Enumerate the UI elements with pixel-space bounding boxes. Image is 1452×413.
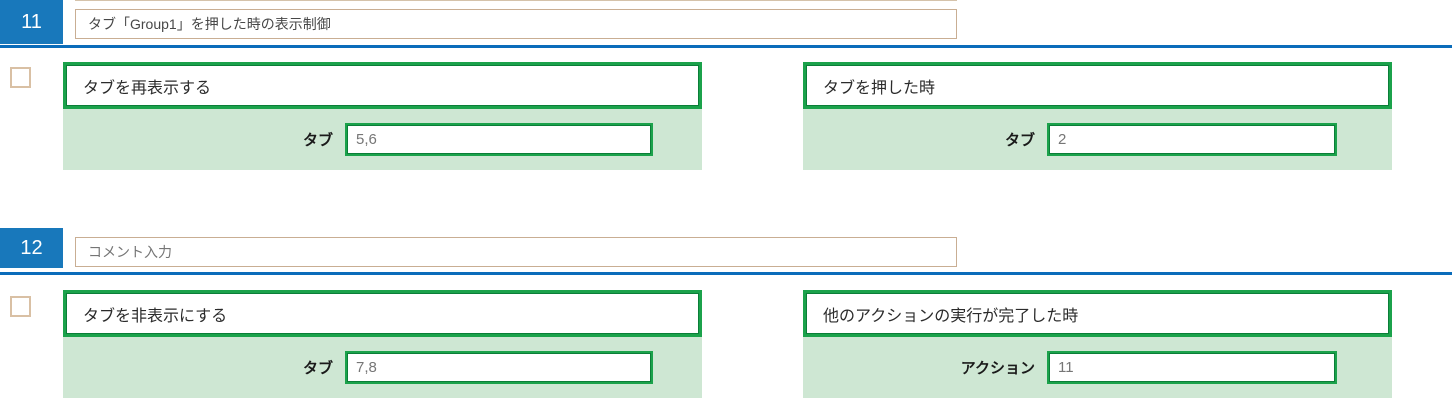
action-panel-body: タブ bbox=[63, 109, 702, 170]
comment-input[interactable] bbox=[75, 237, 957, 267]
trigger-title: 他のアクションの実行が完了した時 bbox=[803, 290, 1392, 337]
field-label: タブ bbox=[1004, 132, 1035, 149]
previous-row-border bbox=[75, 0, 957, 1]
row-divider bbox=[0, 45, 1452, 48]
tab-numbers-input[interactable] bbox=[345, 123, 653, 156]
action-title: タブを非表示にする bbox=[63, 290, 702, 337]
field-label: タブ bbox=[302, 360, 333, 377]
action-panel: タブを非表示にする タブ bbox=[63, 290, 702, 398]
field-label: タブ bbox=[302, 132, 333, 149]
tab-numbers-input[interactable] bbox=[345, 351, 653, 384]
field-label: アクション bbox=[960, 360, 1035, 377]
action-title: タブを再表示する bbox=[63, 62, 702, 109]
trigger-panel-body: アクション bbox=[803, 337, 1392, 398]
trigger-panel: タブを押した時 タブ bbox=[803, 62, 1392, 170]
row-number-badge: 11 bbox=[0, 0, 63, 44]
row-select-checkbox[interactable] bbox=[10, 296, 31, 317]
tab-number-input[interactable] bbox=[1047, 123, 1337, 156]
row-select-checkbox[interactable] bbox=[10, 67, 31, 88]
action-number-input[interactable] bbox=[1047, 351, 1337, 384]
trigger-panel-body: タブ bbox=[803, 109, 1392, 170]
trigger-title: タブを押した時 bbox=[803, 62, 1392, 109]
action-panel-body: タブ bbox=[63, 337, 702, 398]
row-number-badge: 12 bbox=[0, 228, 63, 268]
action-panel: タブを再表示する タブ bbox=[63, 62, 702, 170]
trigger-panel: 他のアクションの実行が完了した時 アクション bbox=[803, 290, 1392, 398]
comment-input[interactable] bbox=[75, 9, 957, 39]
row-divider bbox=[0, 272, 1452, 275]
